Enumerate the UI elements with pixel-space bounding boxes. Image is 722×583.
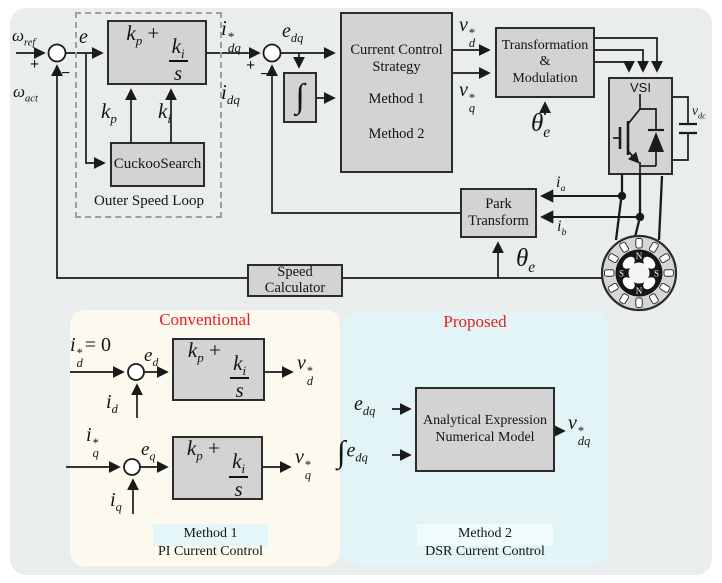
cuckoo-search-label: CuckooSearch	[113, 155, 202, 172]
speed-error-label: e	[79, 26, 88, 48]
idq-ref-label: i*dq	[221, 16, 241, 55]
integral-icon: ∫	[295, 78, 305, 116]
theta-e-modulation-label: θe	[531, 110, 551, 141]
ia-label: ia	[556, 174, 566, 195]
vsi-block: VSI	[608, 77, 673, 175]
vq-ref-conv-label: v*q	[295, 446, 312, 483]
outer-speed-loop-label: Outer Speed Loop	[94, 193, 204, 209]
vdq-ref-label: v*dq	[568, 412, 591, 449]
ccs-title-line2: Strategy	[372, 59, 421, 76]
method1-highlight	[153, 524, 268, 546]
transformation-modulation-block: Transformation & Modulation	[495, 27, 595, 98]
vd-ref-conv-label: v*d	[297, 352, 314, 389]
omega-act-label: ωact	[13, 82, 38, 105]
vq-ref-label: v*q	[459, 79, 476, 116]
iq-ref-label: i*q	[86, 424, 99, 461]
ccs-method2-label: Method 2	[368, 125, 425, 142]
iq-label: iq	[110, 489, 122, 514]
ki-label: ki	[158, 99, 171, 127]
speed-calc-line1: Speed	[277, 263, 313, 280]
speed-calc-line2: Calculator	[264, 279, 326, 296]
analytical-line1: Analytical Expression	[422, 412, 548, 428]
integrator-block: ∫	[283, 72, 317, 123]
method2-highlight	[417, 524, 553, 546]
speed-plus-sign: +	[30, 56, 40, 73]
vd-ref-label: v*d	[459, 14, 476, 51]
method1-caption-line2: PI Current Control	[158, 544, 263, 559]
current-minus-sign: −	[260, 66, 270, 83]
vsi-label: VSI	[630, 80, 651, 95]
theta-e-motor-label: θe	[516, 245, 536, 276]
park-line2: Transform	[468, 213, 529, 229]
ccs-title-line1: Current Control	[350, 42, 443, 59]
integral-edq-label: ∫edq	[337, 434, 368, 469]
ed-label: ed	[144, 345, 159, 369]
speed-minus-sign: −	[61, 65, 71, 82]
park-transform-block: Park Transform	[460, 188, 537, 238]
eq-label: eq	[141, 439, 156, 463]
id-ref-zero-label: i*d= 0	[70, 334, 112, 371]
ib-label: ib	[557, 218, 567, 239]
analytical-line2: Numerical Model	[435, 429, 535, 445]
method1-caption-line1: Method 1	[183, 526, 238, 541]
current-plus-sign: +	[246, 57, 256, 74]
method2-caption-line2: DSR Current Control	[425, 544, 545, 559]
edq-proposed-label: edq	[354, 393, 376, 418]
id-label: id	[106, 391, 118, 416]
park-line1: Park	[485, 195, 512, 212]
proposed-title: Proposed	[443, 312, 507, 331]
method2-caption-line1: Method 2	[457, 526, 513, 541]
current-control-strategy-block: Current Control Strategy Method 1 Method…	[340, 12, 453, 173]
vdc-label: vdc	[692, 103, 706, 121]
tm-line1: Transformation	[501, 37, 589, 53]
conventional-title: Conventional	[159, 310, 251, 329]
idq-feedback-label: idq	[221, 80, 240, 108]
speed-calculator-block: Speed Calculator	[247, 264, 343, 297]
ccs-method1-label: Method 1	[368, 90, 425, 107]
analytical-model-block: Analytical Expression Numerical Model	[415, 387, 555, 472]
tm-line3: Modulation	[512, 70, 578, 86]
kp-label: kp	[101, 99, 117, 127]
cuckoo-search-block: CuckooSearch	[110, 142, 205, 187]
tm-line2: &	[539, 54, 551, 70]
edq-label: edq	[282, 20, 304, 45]
omega-ref-label: ωref	[12, 26, 36, 49]
